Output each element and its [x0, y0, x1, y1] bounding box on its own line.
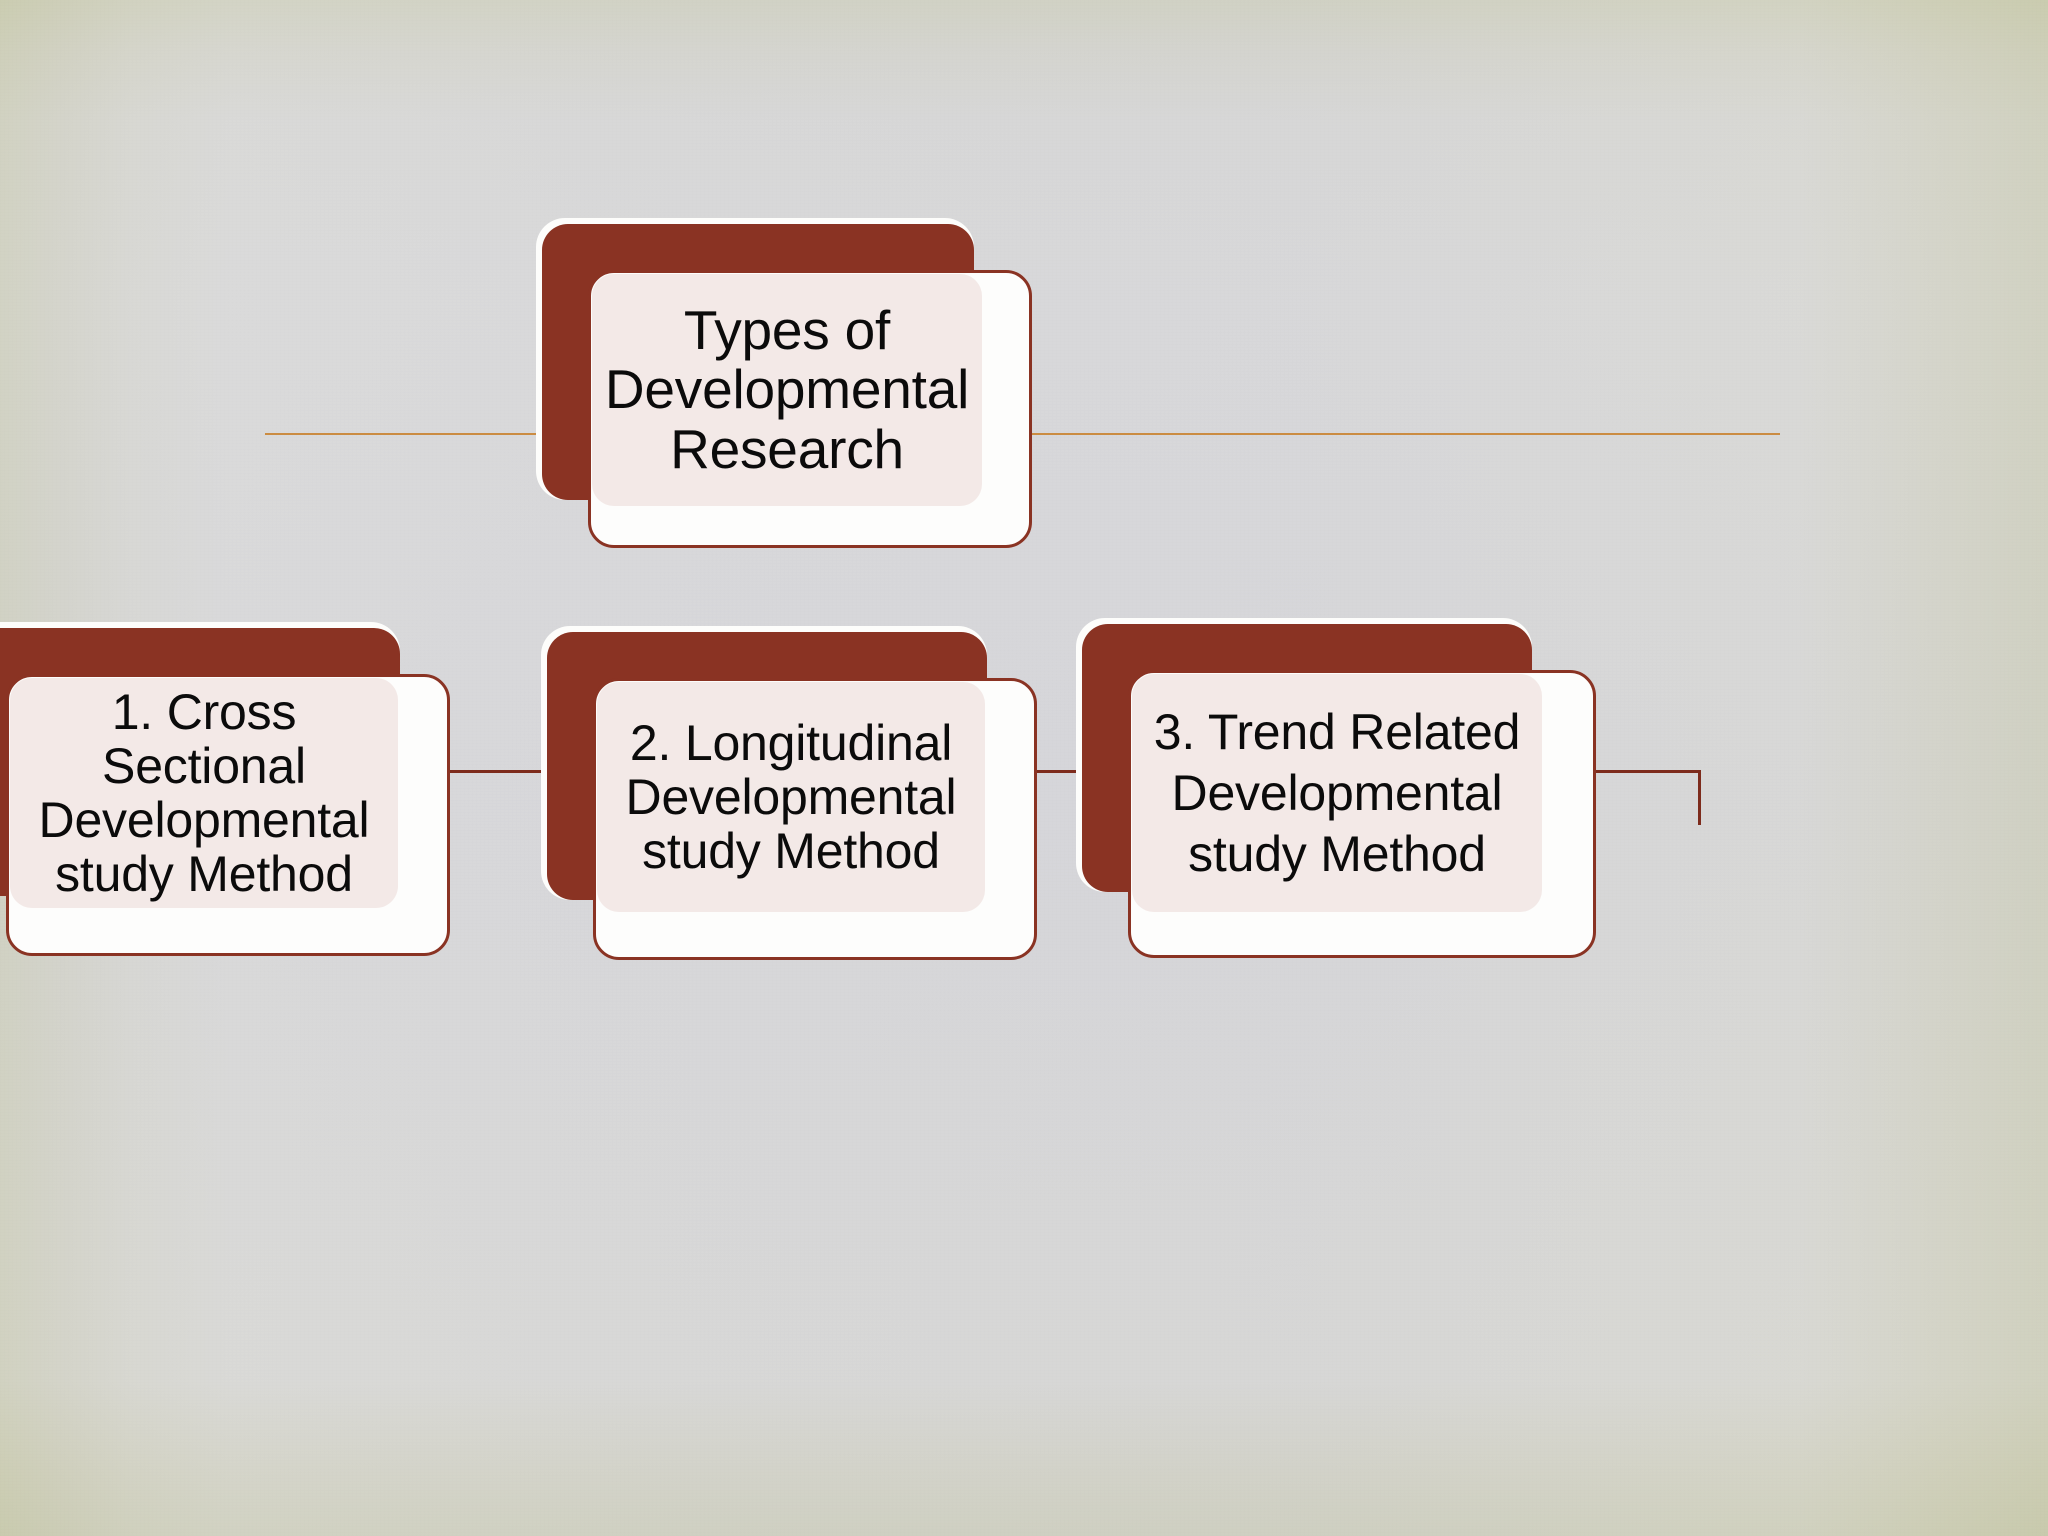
node-root-face: Types of Developmental Research [592, 274, 982, 506]
connector-drop-child-3 [1698, 770, 1701, 825]
node-child-3-label: 3. Trend Related Developmental study Met… [1153, 703, 1521, 882]
node-root[interactable]: Types of Developmental Research [540, 222, 1040, 552]
node-child-2[interactable]: 2. Longitudinal Developmental study Meth… [545, 630, 1085, 960]
node-child-2-face: 2. Longitudinal Developmental study Meth… [597, 682, 985, 912]
node-child-1-label: 1. Cross Sectional Developmental study M… [38, 684, 370, 902]
node-child-2-label: 2. Longitudinal Developmental study Meth… [625, 715, 957, 879]
node-root-label: Types of Developmental Research [604, 298, 970, 480]
node-child-1-face: 1. Cross Sectional Developmental study M… [10, 678, 398, 908]
node-child-3[interactable]: 3. Trend Related Developmental study Met… [1080, 622, 1640, 958]
node-child-3-face: 3. Trend Related Developmental study Met… [1132, 674, 1542, 912]
node-child-1[interactable]: 1. Cross Sectional Developmental study M… [0, 626, 498, 956]
